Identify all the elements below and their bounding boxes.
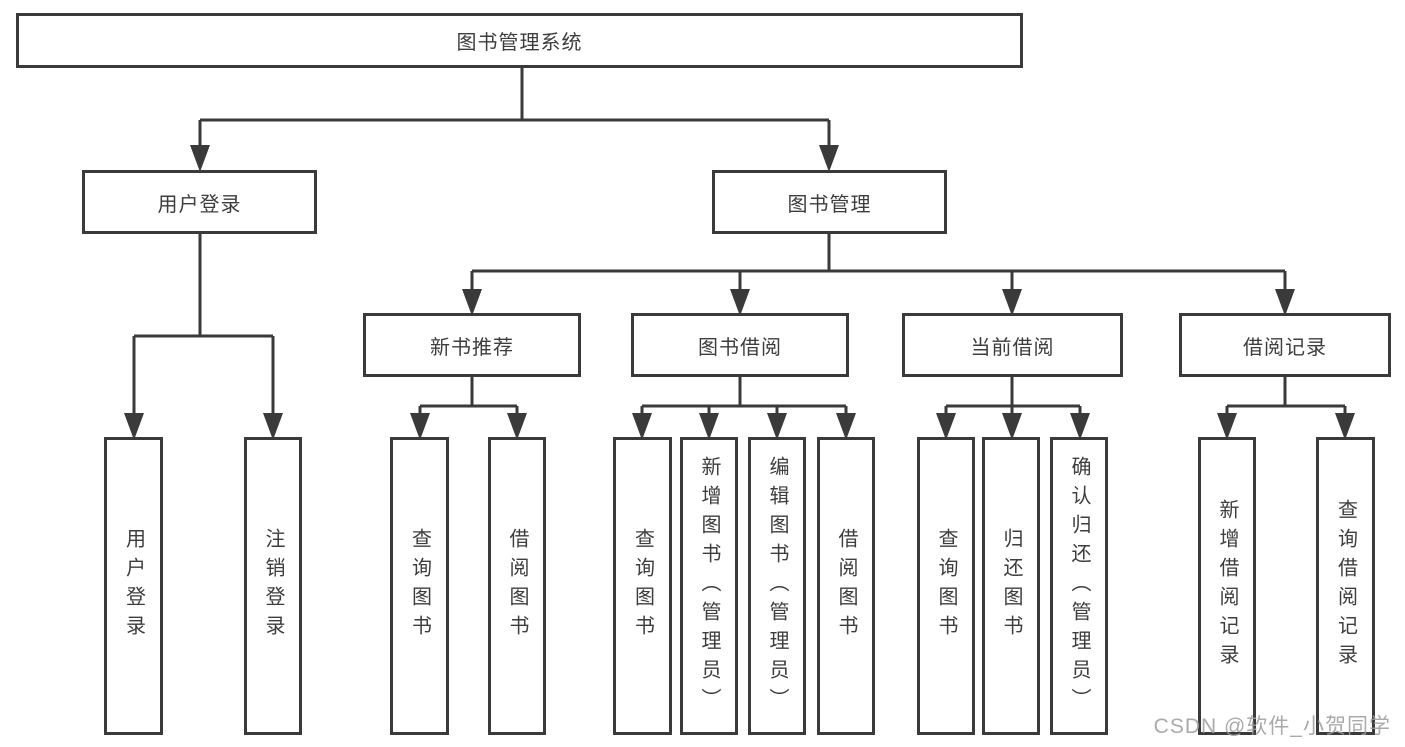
leaf-label: 新增图书（管理员） <box>698 455 720 717</box>
leaf-label: 查询图书 <box>631 528 654 644</box>
leaf-label: 编辑图书（管理员） <box>766 455 788 717</box>
leaf-bb-borrow-books: 借阅图书 <box>817 437 875 735</box>
leaf-cb-confirm-return-admin: 确认归还（管理员） <box>1050 437 1108 735</box>
node-borrow-records: 借阅记录 <box>1179 313 1391 377</box>
csdn-watermark: CSDN @软件_小贺同学 <box>1153 715 1391 738</box>
leaf-label: 用户登录 <box>122 528 145 644</box>
leaf-cb-query-books: 查询图书 <box>917 437 975 735</box>
node-label: 当前借阅 <box>970 336 1055 359</box>
leaf-label: 归还图书 <box>1000 528 1022 644</box>
node-label: 借阅记录 <box>1243 336 1327 359</box>
leaf-label: 查询图书 <box>935 528 957 644</box>
node-book-borrow: 图书借阅 <box>631 313 849 377</box>
leaf-br-query-record: 查询借阅记录 <box>1316 437 1375 735</box>
leaf-label: 新增借阅记录 <box>1216 499 1238 673</box>
leaf-bb-add-books-admin: 新增图书（管理员） <box>680 437 738 735</box>
leaf-label: 注销登录 <box>262 528 284 644</box>
leaf-bb-query-books: 查询图书 <box>613 437 672 735</box>
leaf-nb-borrow-books: 借阅图书 <box>488 437 546 735</box>
leaf-label: 确认归还（管理员） <box>1068 455 1090 717</box>
node-label: 图书管理 <box>787 193 872 216</box>
node-book-management: 图书管理 <box>712 170 947 234</box>
node-root-system: 图书管理系统 <box>16 13 1023 68</box>
node-label: 图书借阅 <box>698 336 782 359</box>
leaf-label: 借阅图书 <box>835 528 857 644</box>
node-label: 用户登录 <box>157 193 242 216</box>
leaf-user-login: 用户登录 <box>104 437 163 735</box>
leaf-logout: 注销登录 <box>244 437 302 735</box>
leaf-label: 借阅图书 <box>506 528 528 644</box>
leaf-cb-return-books: 归还图书 <box>982 437 1040 735</box>
leaf-br-add-record: 新增借阅记录 <box>1198 437 1256 735</box>
node-label: 图书管理系统 <box>456 32 583 54</box>
node-new-book-recommend: 新书推荐 <box>363 313 581 377</box>
node-label: 新书推荐 <box>430 336 514 359</box>
leaf-nb-query-books: 查询图书 <box>390 437 449 735</box>
arrowhead-icons <box>124 145 1355 440</box>
leaf-label: 查询借阅记录 <box>1334 499 1357 673</box>
leaf-label: 查询图书 <box>408 528 431 644</box>
leaf-bb-edit-books-admin: 编辑图书（管理员） <box>748 437 806 735</box>
node-user-login: 用户登录 <box>82 170 317 234</box>
node-current-borrow: 当前借阅 <box>902 313 1123 377</box>
